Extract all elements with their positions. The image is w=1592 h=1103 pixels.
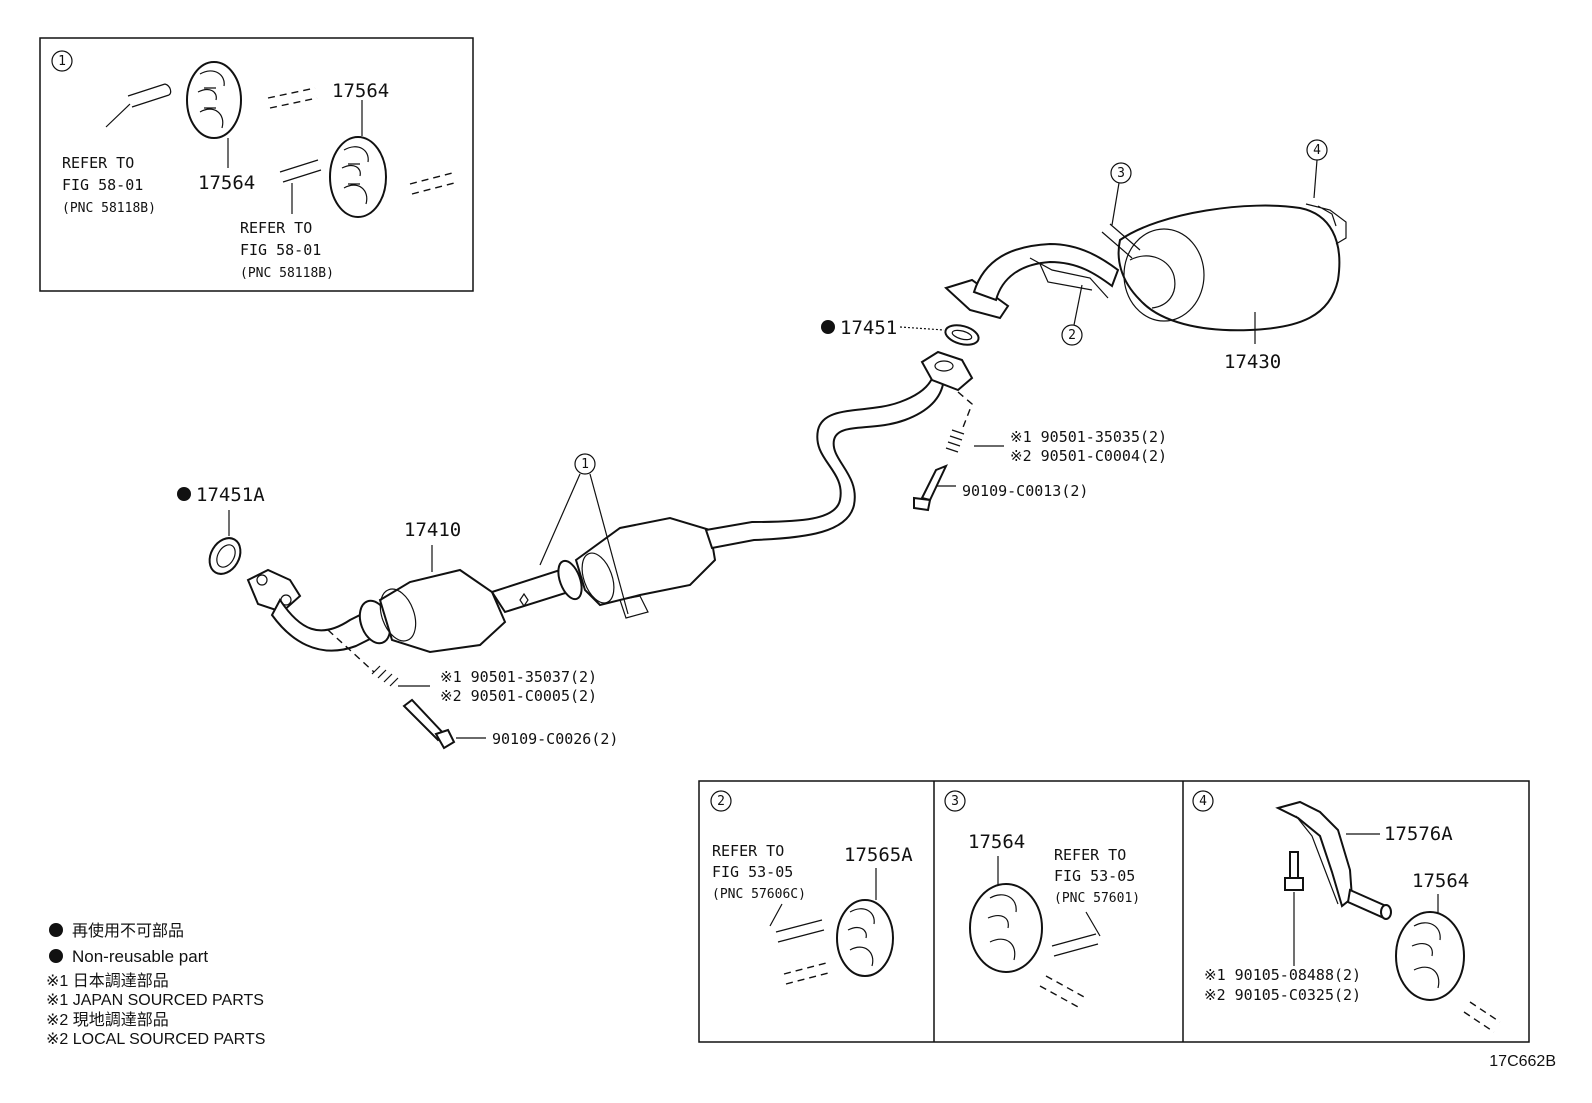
ref-fig-58-01-b-line3: (PNC 58118B) [240,266,334,281]
legend-japan-sourced-jp: ※1 日本調達部品 [46,972,169,990]
ref-fig-58-01-a-line3: (PNC 58118B) [62,201,156,216]
leader [769,868,877,927]
svg-text:2: 2 [1068,328,1076,343]
callout-4-box: 4 [1192,790,1214,812]
svg-text:4: 4 [1313,143,1321,158]
detail-boxes-bottom [698,780,1530,1043]
callout-1-main: 1 [539,453,629,615]
spring-and-bolt-upper [913,391,1004,512]
ref-fig-53-05-b-line3: (PNC 57601) [1054,891,1140,906]
rubber-insulator [186,61,242,139]
callout-4-main: 4 [1306,139,1328,199]
ref-fig-53-05-a-line2: FIG 53-05 [712,863,793,881]
part-17564-box4: 17564 [1412,870,1469,892]
detail-box-1 [39,37,474,292]
callout-3-main: 3 [1110,162,1132,226]
figure-id: 17C662B [1489,1053,1556,1070]
spring-and-bolt-lower [327,629,486,750]
part-17451: 17451 [840,317,897,339]
ref-fig-53-05-a-line1: REFER TO [712,842,784,860]
svg-text:1: 1 [581,457,589,472]
callout-3-box: 3 [944,790,966,812]
part-17430: 17430 [1224,351,1281,373]
callout-1-box: 1 [51,50,73,72]
fastener-90105-08488: ※1 90105-08488(2) [1204,966,1361,984]
front-pipe-17410 [246,350,974,654]
non-reusable-mark [821,320,835,334]
legend-dot [49,949,63,963]
ref-fig-58-01-a-line2: FIG 58-01 [62,176,143,194]
ref-fig-53-05-b-line1: REFER TO [1054,846,1126,864]
callout-2-main: 2 [1061,284,1083,346]
hanger-rod [783,961,833,985]
hanger-rod [1039,975,1087,1009]
non-reusable-mark [177,487,191,501]
gasket-17451a [208,537,242,575]
legend-dot [49,923,63,937]
fastener-90105-c0325: ※2 90105-C0325(2) [1204,986,1361,1004]
svg-text:4: 4 [1199,794,1207,809]
part-17565a: 17565A [844,844,913,866]
fastener-90501-35037: ※1 90501-35037(2) [440,668,597,686]
legend-japan-sourced-en: ※1 JAPAN SOURCED PARTS [46,992,264,1009]
legend-non-reusable-en: Non-reusable part [72,947,208,966]
hanger-rod [105,83,459,195]
ref-fig-58-01-a-line1: REFER TO [62,154,134,172]
hanger-bracket-17576a [1275,800,1392,920]
part-17564-top: 17564 [332,80,389,102]
ref-fig-53-05-b-line2: FIG 53-05 [1054,867,1135,885]
legend-local-sourced-en: ※2 LOCAL SOURCED PARTS [46,1031,265,1048]
gasket-17451 [944,324,980,346]
ref-fig-58-01-b-line2: FIG 58-01 [240,241,321,259]
legend-non-reusable-jp: 再使用不可部品 [72,922,184,940]
rubber-insulator [329,136,387,218]
part-17410: 17410 [404,519,461,541]
hanger-rod [1463,1001,1501,1033]
legend-local-sourced-jp: ※2 現地調達部品 [46,1011,169,1029]
svg-text:3: 3 [951,794,959,809]
tail-pipe-muffler-17430 [944,203,1347,332]
fastener-90501-c0004: ※2 90501-C0004(2) [1010,447,1167,465]
hanger-rod [1051,911,1101,957]
fastener-90109-c0013: 90109-C0013(2) [962,482,1088,500]
leader [899,326,945,331]
rubber-insulator [969,883,1043,973]
part-17451a: 17451A [196,484,265,506]
rubber-insulator [836,899,894,977]
fastener-90109-c0026: 90109-C0026(2) [492,730,618,748]
ref-fig-58-01-b-line1: REFER TO [240,219,312,237]
part-17564-mid: 17564 [198,172,255,194]
callout-2-box: 2 [710,790,732,812]
fastener-90501-c0005: ※2 90501-C0005(2) [440,687,597,705]
fastener-90501-35035: ※1 90501-35035(2) [1010,428,1167,446]
svg-text:3: 3 [1117,166,1125,181]
hanger-rod [775,919,825,943]
ref-fig-53-05-a-line3: (PNC 57606C) [712,887,806,902]
part-17576a: 17576A [1384,823,1453,845]
rubber-insulator [1395,911,1465,1001]
svg-text:2: 2 [717,794,725,809]
part-17564-box3: 17564 [968,831,1025,853]
bolt-90105 [1284,851,1304,966]
svg-text:1: 1 [58,54,66,69]
